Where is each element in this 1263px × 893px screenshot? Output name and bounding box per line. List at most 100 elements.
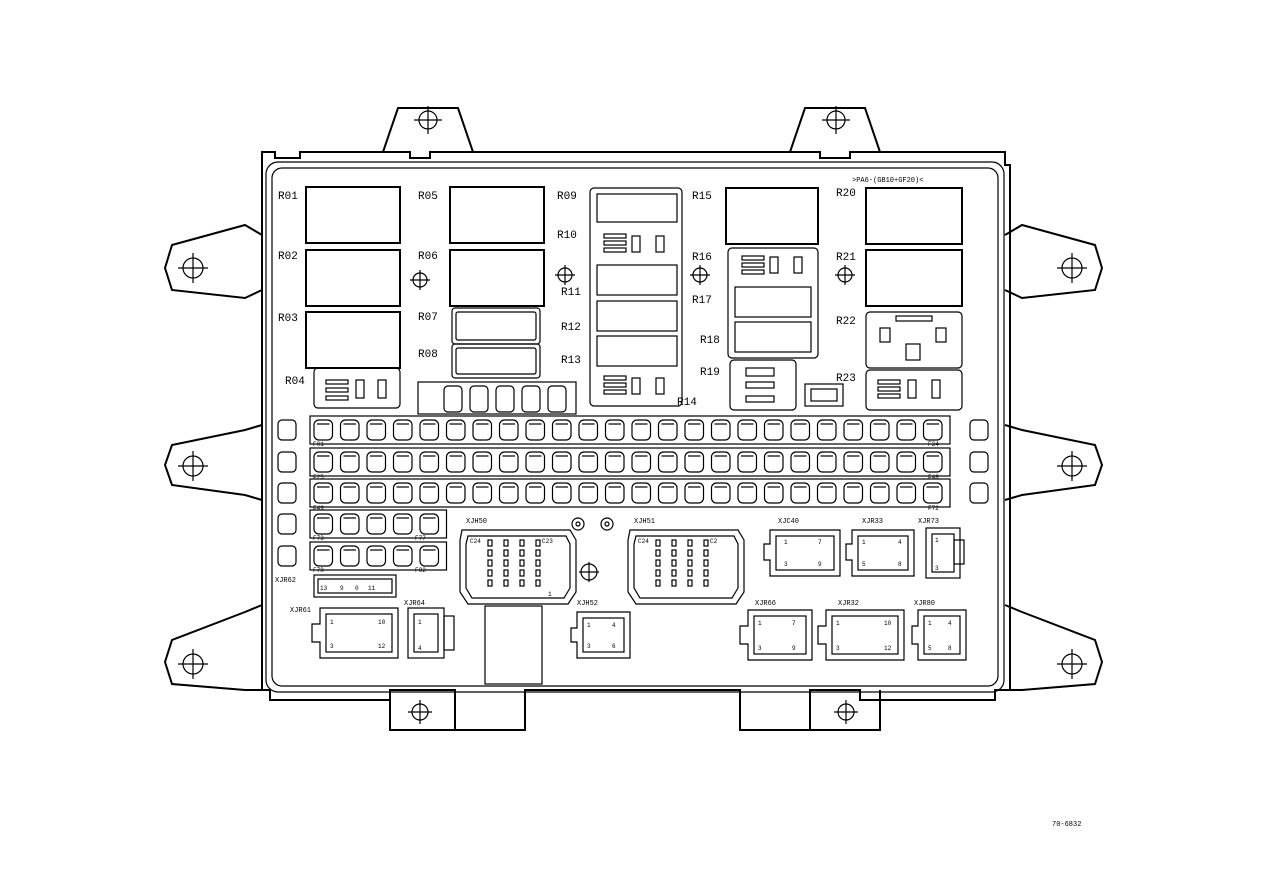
pin-label: 3 <box>758 645 762 652</box>
pin-label: 13 <box>320 585 328 592</box>
pin <box>535 579 541 587</box>
pin-label: 4 <box>418 645 422 652</box>
connector-xjh50: XJH50 C24 C23 1 <box>459 518 577 605</box>
fuse-slot <box>710 482 731 504</box>
fuse-slot <box>498 482 519 504</box>
pin <box>655 579 661 587</box>
fuse-label-f72: F72 <box>928 505 939 512</box>
pin <box>503 569 509 577</box>
fuse-slot <box>922 451 943 473</box>
connector-xjh52: XJH52 1 4 3 6 <box>570 600 631 659</box>
pin-label: 1 <box>784 539 788 546</box>
fuse-slot <box>578 419 599 441</box>
pin <box>535 539 541 547</box>
pin <box>703 579 709 587</box>
pin-label-c24: C24 <box>470 538 481 545</box>
pin <box>487 539 493 547</box>
relay-label-r05: R05 <box>418 191 438 203</box>
pin <box>671 569 677 577</box>
fuse-slot <box>869 419 890 441</box>
relay-label-r10: R10 <box>557 230 577 242</box>
relay-r07: R07 <box>418 307 541 345</box>
connector-xjr73: XJR73 1 3 <box>918 518 965 579</box>
relay-r09: R09 <box>557 191 678 223</box>
relay-label-r20: R20 <box>836 188 856 200</box>
mount-hole-icon <box>834 700 858 724</box>
fuse-slot <box>445 419 466 441</box>
pin <box>503 579 509 587</box>
relay-label-r03: R03 <box>278 313 298 325</box>
pin <box>687 559 693 567</box>
pin <box>687 539 693 547</box>
fuse-slot <box>551 419 572 441</box>
relay-r19: R19 <box>700 359 797 411</box>
fuse-slot <box>790 482 811 504</box>
relay-label-r07: R07 <box>418 312 438 324</box>
pin-label: 1 <box>330 619 334 626</box>
mount-hole-icon <box>822 106 850 134</box>
connector-xjr66: XJR66 1 7 3 9 <box>739 600 813 661</box>
fuse-slot <box>445 451 466 473</box>
relay-label-r11: R11 <box>561 287 581 299</box>
pin-label: 12 <box>884 645 892 652</box>
fuse-slot <box>657 482 678 504</box>
relay-label-r09: R09 <box>557 191 577 203</box>
fuse-rows <box>277 415 989 571</box>
pin-label: 1 <box>587 622 591 629</box>
pin <box>487 579 493 587</box>
fuse-slot <box>578 482 599 504</box>
pin-label: 8 <box>898 561 902 568</box>
relay-r17: R17 <box>692 286 812 318</box>
pin <box>535 569 541 577</box>
connector-xjr80: XJR80 1 4 5 8 <box>911 600 967 661</box>
fuse-slot <box>313 451 334 473</box>
spare-fuse-slot <box>969 419 989 441</box>
fuse-slot <box>445 482 466 504</box>
relay-r22: R22 <box>836 311 963 369</box>
locating-hole-icon <box>579 562 599 582</box>
fuse-slot <box>366 451 387 473</box>
pin-label-c24-b: C24 <box>638 538 649 545</box>
spare-fuse-slot <box>277 513 297 535</box>
fuse-slot <box>392 545 413 567</box>
fuse-row <box>309 478 951 508</box>
fuse-slot <box>313 513 334 535</box>
pin <box>671 549 677 557</box>
fuse-slot <box>763 451 784 473</box>
fuse-slot <box>472 419 493 441</box>
pin <box>503 539 509 547</box>
fuse-slot <box>419 545 440 567</box>
fuse-label-f78: F78 <box>313 567 324 574</box>
spare-fuse-slot <box>277 419 297 441</box>
fuse-slot <box>551 451 572 473</box>
relay-label-r23: R23 <box>836 373 856 385</box>
pin-label: 9 <box>340 585 344 592</box>
pin-label-c23: C23 <box>542 538 553 545</box>
fuse-slot <box>366 419 387 441</box>
mount-hole-icon <box>1057 451 1087 481</box>
fuse-slot <box>843 419 864 441</box>
pin <box>687 549 693 557</box>
connector-xjc40: XJC40 1 7 3 9 <box>763 518 841 577</box>
fuse-slot <box>631 482 652 504</box>
fuse-slot <box>843 482 864 504</box>
pin <box>687 569 693 577</box>
mount-hole-icon <box>178 451 208 481</box>
fuse-slot <box>313 482 334 504</box>
fuse-row <box>309 447 951 477</box>
pin-label: 9 <box>792 645 796 652</box>
pin-label: 5 <box>928 645 932 652</box>
fuse-slot <box>525 451 546 473</box>
relay-r21: R21 <box>836 249 963 307</box>
connector-label-xjr66: XJR66 <box>755 600 776 608</box>
fuse-slot <box>392 482 413 504</box>
pin-label: 3 <box>784 561 788 568</box>
fuse-slot <box>869 451 890 473</box>
fuse-slot <box>366 513 387 535</box>
fuse-slot <box>339 482 360 504</box>
relay-label-r02: R02 <box>278 251 298 263</box>
relay-r18: R18 <box>700 321 812 353</box>
fuse-slot <box>419 451 440 473</box>
connector-xjh51: XJH51 C24 C2 <box>627 518 745 605</box>
